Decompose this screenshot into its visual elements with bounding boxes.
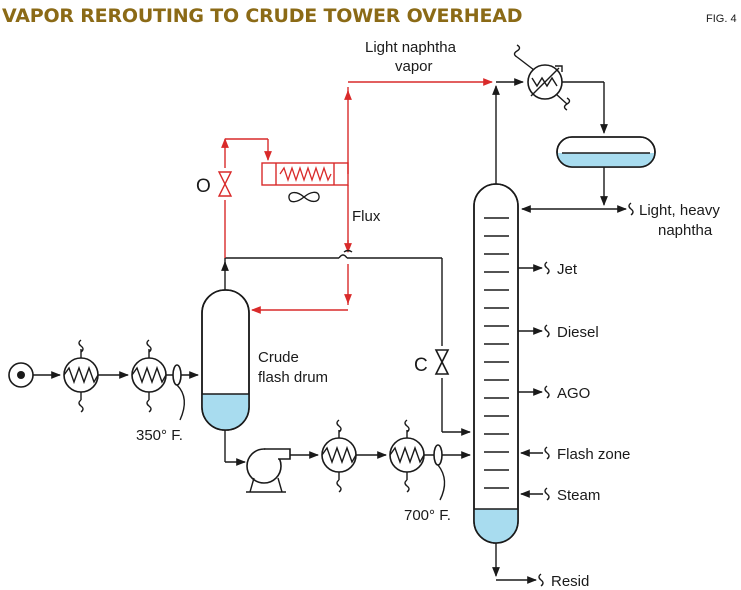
pump-icon [246,448,291,493]
temp-700-label: 700° F. [404,507,451,524]
heat-exchanger-icon [131,339,167,413]
valve-icon [217,171,233,197]
draw-label-flash-zone: Flash zone [557,446,630,463]
draw-label-ago: AGO [557,385,590,402]
light-naphtha-label-2: vapor [395,58,433,75]
orifice-icon [172,364,182,386]
heat-exchanger-icon [389,419,425,493]
draw-label-steam: Steam [557,487,600,504]
valve-icon [434,349,450,375]
reflux-drum [556,136,656,168]
tower-trays [484,217,509,489]
temp-350-label: 350° F. [136,427,183,444]
side-draws: Jet Diesel AGO Flash zone Steam [518,261,630,504]
light-naphtha-label-1: Light naphtha [365,39,457,56]
heat-exchanger-icon [63,339,99,413]
air-cooler-fan-icon [288,191,320,203]
heat-exchanger-icon [321,419,357,493]
line-crossover-icon [338,254,348,259]
flash-drum-label-2: flash drum [258,369,328,386]
draw-label-naphtha: Light, heavy [639,202,720,219]
overhead-condenser [513,44,571,111]
valve-open-label: O [196,176,211,197]
diagram-title: VAPOR REROUTING TO CRUDE TOWER OVERHEAD [2,5,522,27]
orifice-icon [433,444,443,466]
valve-closed-label: C [414,355,428,376]
draw-label-jet: Jet [557,261,578,278]
draw-label-naphtha-2: naphtha [658,222,713,239]
draw-label-diesel: Diesel [557,324,599,341]
flash-drum-label-1: Crude [258,349,299,366]
crude-tower [473,183,519,544]
figure-label: FIG. 4 [706,13,737,25]
flux-label: Flux [352,208,381,225]
feed-source-icon [8,362,34,388]
draw-squiggle-naphtha [628,202,634,216]
resid-label: Resid [551,573,589,590]
crude-flash-drum [201,289,250,431]
air-cooler [261,162,349,203]
